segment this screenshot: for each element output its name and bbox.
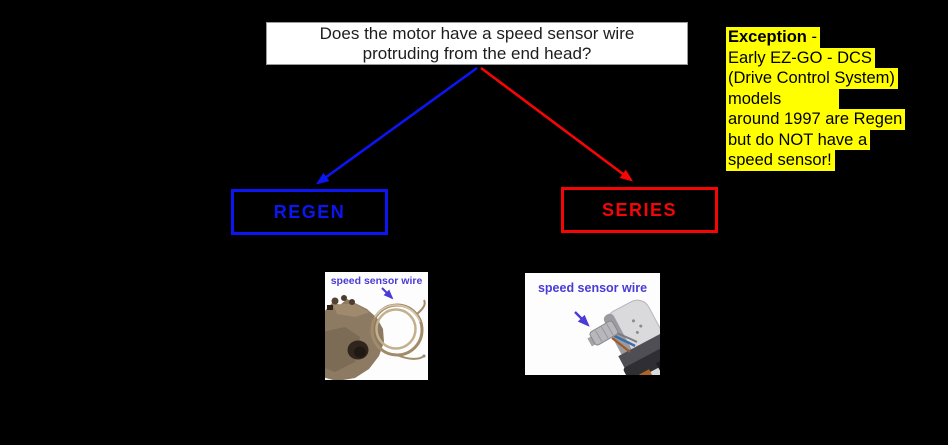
exception-note: Exception - Early EZ-GO - DCS (Drive Con…	[726, 27, 926, 171]
regen-motor-illustration	[325, 287, 426, 380]
caption-arrow	[574, 311, 590, 327]
exception-title-suffix: -	[806, 28, 817, 46]
exception-title: Exception	[728, 28, 807, 46]
series-motor-illustration	[574, 299, 660, 375]
series-arrow	[480, 66, 634, 182]
exception-line: (Drive Control System)	[726, 68, 926, 89]
series-label: SERIES	[601, 199, 678, 220]
sensor-wires	[612, 333, 636, 348]
series-motor-photo: speed sensor wire	[525, 273, 660, 375]
exception-line: models	[726, 88, 926, 109]
regen-arrow	[315, 66, 478, 185]
regen-box: REGEN	[231, 189, 388, 235]
exception-line: around 1997 are Regen	[726, 109, 926, 130]
sensor-wire-connector	[587, 320, 619, 347]
regen-photo-caption: speed sensor wire	[330, 275, 423, 287]
question-box: Does the motor have a speed sensor wire …	[266, 22, 688, 65]
question-line-1: Does the motor have a speed sensor wire	[319, 24, 635, 43]
series-box: SERIES	[561, 187, 718, 233]
caption-arrow	[381, 287, 394, 300]
exception-line: Exception -	[726, 27, 926, 48]
exception-line: but do NOT have a	[726, 129, 926, 150]
regen-motor-photo: speed sensor wire	[325, 272, 428, 380]
exception-line: speed sensor!	[726, 150, 926, 171]
series-photo-caption: speed sensor wire	[537, 281, 648, 295]
regen-label: REGEN	[273, 201, 346, 222]
exception-line: Early EZ-GO - DCS	[726, 47, 926, 68]
question-line-2: protruding from the end head?	[362, 44, 592, 63]
